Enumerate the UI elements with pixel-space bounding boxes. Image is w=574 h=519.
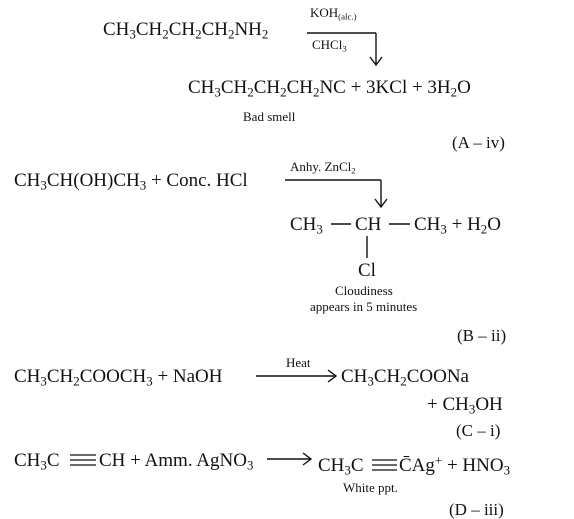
r2-product-left: CH3 [290, 214, 323, 237]
r1-reagent-bottom: CHCl3 [312, 37, 347, 54]
r3-arrow [256, 369, 338, 383]
r2-note-line1: Cloudiness [335, 283, 393, 298]
r1-label: (A – iv) [452, 133, 505, 152]
r2-label: (B – ii) [457, 326, 507, 345]
r2-reactant: CH3CH(OH)CH3 + Conc. HCl [14, 170, 248, 193]
r4-product-left: CH3C [318, 455, 364, 478]
r1-product: CH3CH2CH2CH2NC + 3KCl + 3H2O [188, 77, 471, 100]
r4-triple-bond-product [372, 459, 397, 471]
r2-reagent-top: Anhy. ZnCl2 [290, 159, 356, 176]
r1-reagent-top: KOH(alc.) [310, 5, 357, 22]
r2-bonds [331, 223, 410, 258]
r2-note-line2: appears in 5 minutes [310, 299, 418, 314]
r1-arrow [307, 32, 383, 67]
r2-arrow [285, 179, 388, 209]
r4-label: (D – iii) [449, 500, 504, 519]
r4-arrow [267, 452, 313, 466]
r1-reactant: CH3CH2CH2CH2NH2 [103, 19, 269, 42]
r3-product-2: + CH3OH [427, 394, 503, 417]
r2-product-right: CH3 + H2O [414, 214, 501, 237]
r4-reactant-right: CH + Amm. AgNO3 [99, 450, 254, 473]
r1-note: Bad smell [243, 109, 296, 124]
r3-reagent-top: Heat [286, 355, 311, 370]
r2-product-mid: CH [355, 214, 382, 235]
r3-reactant: CH3CH2COOCH3 + NaOH [14, 366, 223, 389]
r4-triple-bond-reactant [70, 454, 96, 466]
r2-product-substituent: Cl [358, 260, 376, 281]
r3-label: (C – i) [456, 421, 501, 440]
r4-reactant-left: CH3C [14, 450, 60, 473]
r3-product: CH3CH2COONa [341, 366, 469, 389]
r4-product-right: C̄Ag+ + HNO3 [399, 452, 511, 478]
r4-note: White ppt. [343, 480, 398, 495]
